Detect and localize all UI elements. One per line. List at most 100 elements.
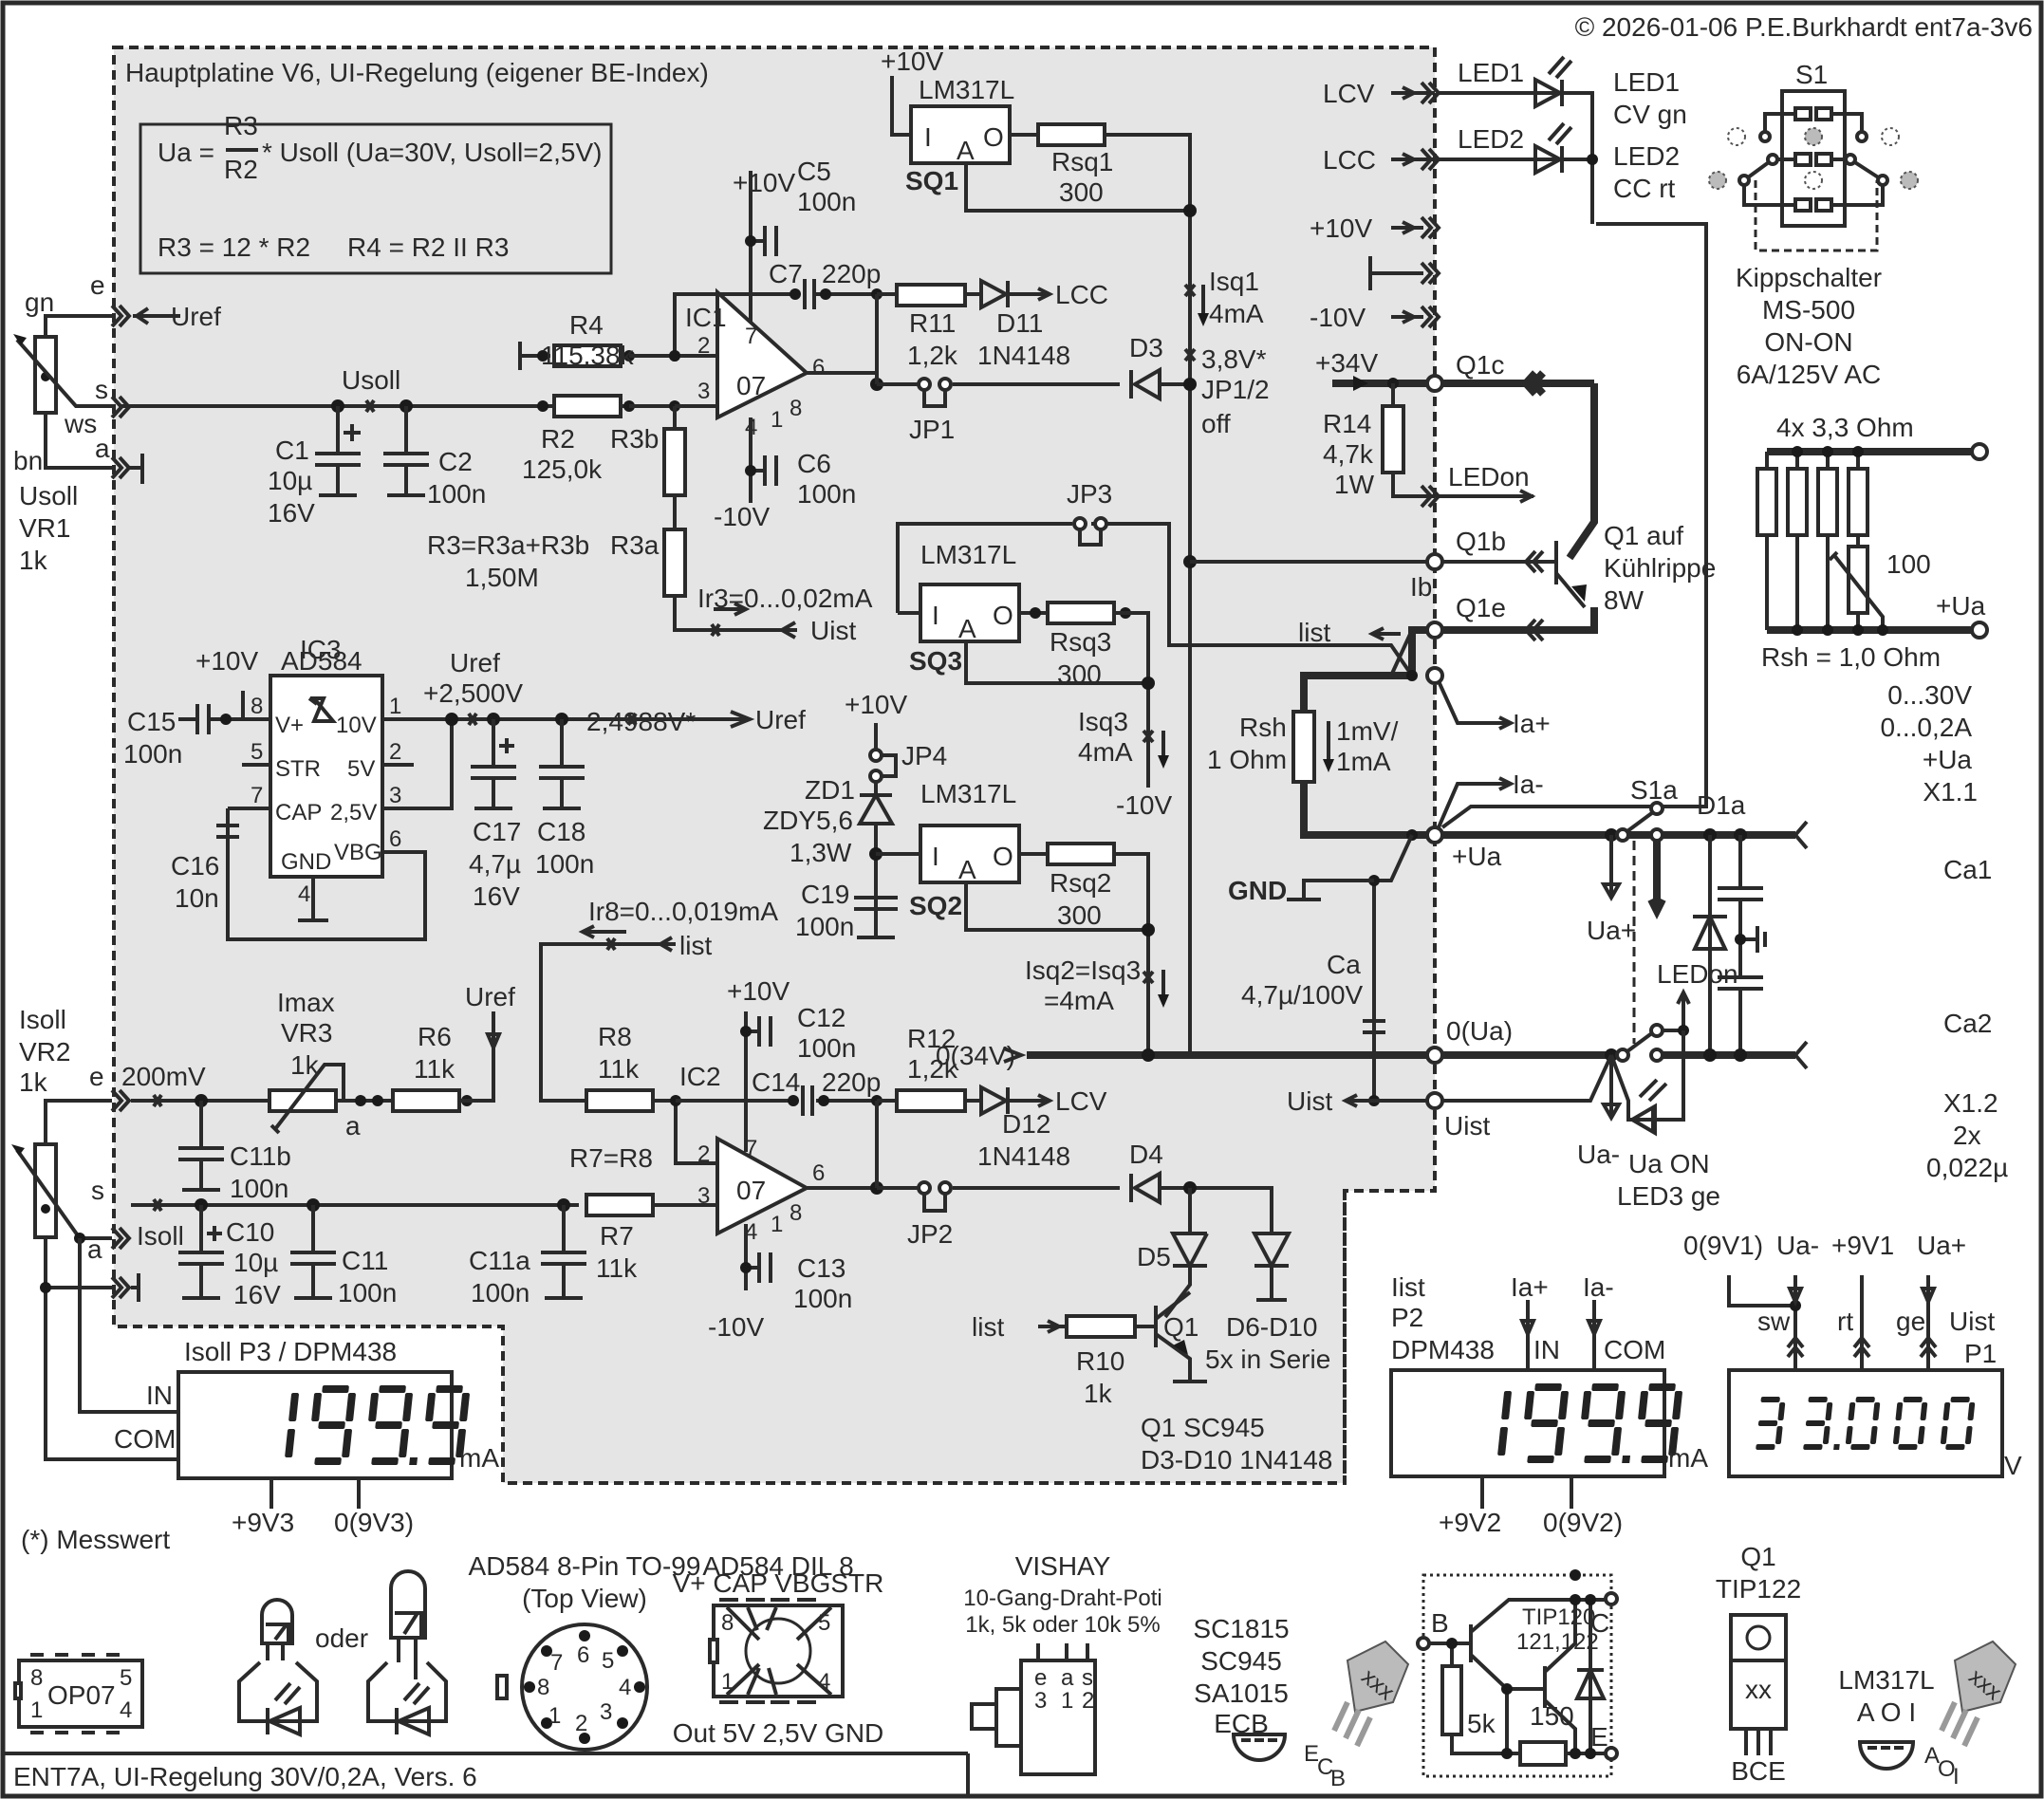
vishay-values: 1k, 5k oder 10k 5% [965,1612,1160,1638]
segment [1950,1397,1970,1402]
r12-value: 1,2k [907,1054,958,1084]
p3-unit: mA [459,1443,499,1473]
sq1-pin-i: I [924,122,932,152]
p1-ua-plus: Ua+ [1917,1231,1966,1260]
vr1-gn-label: gn [25,287,54,317]
c5-name: C5 [797,157,831,186]
uref-label: Uref [450,648,500,677]
formula-rhs: * Usoll (Ua=30V, Usoll=2,5V) [262,138,602,167]
c10-value: 10µ [233,1248,278,1277]
tip-r150: 150 [1530,1701,1574,1731]
vr2-e-label: e [89,1062,104,1091]
seven-segment-digit [1845,1397,1881,1450]
rsq1-value: 300 [1059,177,1104,207]
ca-value: 4,7µ/100V [1241,980,1364,1010]
tip-type1: TIP120 [1522,1604,1595,1630]
r7-r8-note: R7=R8 [569,1143,653,1173]
output-voltage-range: 0...30V [1887,680,1972,710]
c18-name: C18 [537,817,585,846]
s1-desc-mode: ON-ON [1764,327,1852,357]
status-leds [1533,55,1598,224]
c18-value: 100n [535,849,594,879]
r6-value: 11k [414,1054,455,1084]
vr3-value: 1k [290,1050,320,1080]
p2-ia-minus: Ia- [1583,1272,1614,1302]
sq1-current-source [890,76,1435,1053]
seven-segment-digit [311,1385,356,1465]
ic2-pin2: 2 [697,1141,710,1167]
jp12-state: off [1201,409,1231,438]
ic3-lbl-str: STR [275,756,321,782]
r2-value: 125,0k [522,454,603,484]
p1-wire-sw: sw [1757,1307,1791,1336]
rsh-scale1: 1mV/ [1336,716,1399,746]
ua-on-label: Ua ON [1628,1149,1710,1178]
seven-segment-digit [1940,1397,1976,1450]
to99-pin1: 1 [548,1703,561,1729]
p2-title3: DPM438 [1391,1335,1495,1364]
lm317l-package [1857,1640,2017,1771]
c16-name: C16 [171,851,219,881]
output-stage [1442,801,1809,1137]
ic3-pin8: 8 [251,694,263,719]
rsq2-name: Rsq2 [1050,868,1111,898]
conn-q1c: Q1c [1456,350,1504,380]
tip-pin-c: C [1590,1608,1609,1638]
ir8-label: Ir8=0...0,019mA [588,897,778,926]
dil8-pin5: 5 [818,1610,830,1636]
to99-pin3: 3 [600,1699,612,1725]
sq1-vin: +10V [881,46,943,76]
segment [1648,1383,1676,1391]
output-current-range: 0...0,2A [1880,713,1972,742]
sq3-pin-a: A [958,614,976,643]
segment [1803,1444,1823,1450]
op07-name: OP07 [47,1680,116,1710]
ic3-pin3: 3 [389,783,401,808]
c15-value: 100n [123,739,182,769]
c14-value: 220p [822,1067,881,1097]
c6-name: C6 [797,449,831,478]
segment [1588,1419,1615,1427]
formula-den: R2 [224,155,258,184]
vishay-pin-a: a [1061,1665,1074,1691]
segment [368,1393,379,1421]
segment [1672,1391,1682,1419]
ic2-name: IC2 [679,1062,721,1091]
segment [455,1429,466,1457]
p2-unit: mA [1668,1443,1708,1473]
uref-value: +2,500V [423,678,523,708]
jp1-label: JP1 [909,415,955,444]
jp12-label: JP1/2 [1201,375,1270,404]
output-plus-ua: +Ua [1923,745,1973,774]
vishay-pin-e: e [1034,1665,1047,1691]
p1-supply-zero: 0(9V1) [1683,1231,1763,1260]
vr2-a-label: a [87,1234,102,1264]
vr2-s-label: s [91,1176,104,1205]
p1-unit: V [2004,1451,2022,1480]
segment [288,1393,299,1421]
c6-value: 100n [797,479,856,509]
sq1-pin-a: A [957,136,975,165]
vr1-e-label: e [90,270,105,300]
dil8-top-pins: V+ CAP VBGSTR [673,1568,884,1598]
output-x12: X1.2 [1943,1088,1998,1118]
c11-value: 100n [338,1278,397,1308]
seven-segment-digit [1892,1397,1928,1450]
r10-name: R10 [1076,1346,1124,1376]
to220-pinout: BCE [1731,1756,1786,1786]
ua-plus-tap: Ua+ [1587,916,1636,945]
c7-name: C7 [769,259,803,288]
seven-segment-digit [1756,1397,1786,1450]
op07-pin8: 8 [30,1665,43,1691]
c2-value: 100n [427,479,486,509]
segment [1895,1402,1904,1420]
vishay-pin-s: s [1082,1665,1093,1691]
rsq3-value: 300 [1057,659,1102,689]
ic1-vplus: +10V [733,168,795,197]
c13-value: 100n [793,1284,852,1313]
to92-pinout: ECB [1214,1709,1269,1738]
vishay-title: VISHAY [1015,1551,1111,1581]
ic2-pin1: 1 [771,1212,783,1237]
tip-r5k: 5k [1467,1709,1496,1738]
